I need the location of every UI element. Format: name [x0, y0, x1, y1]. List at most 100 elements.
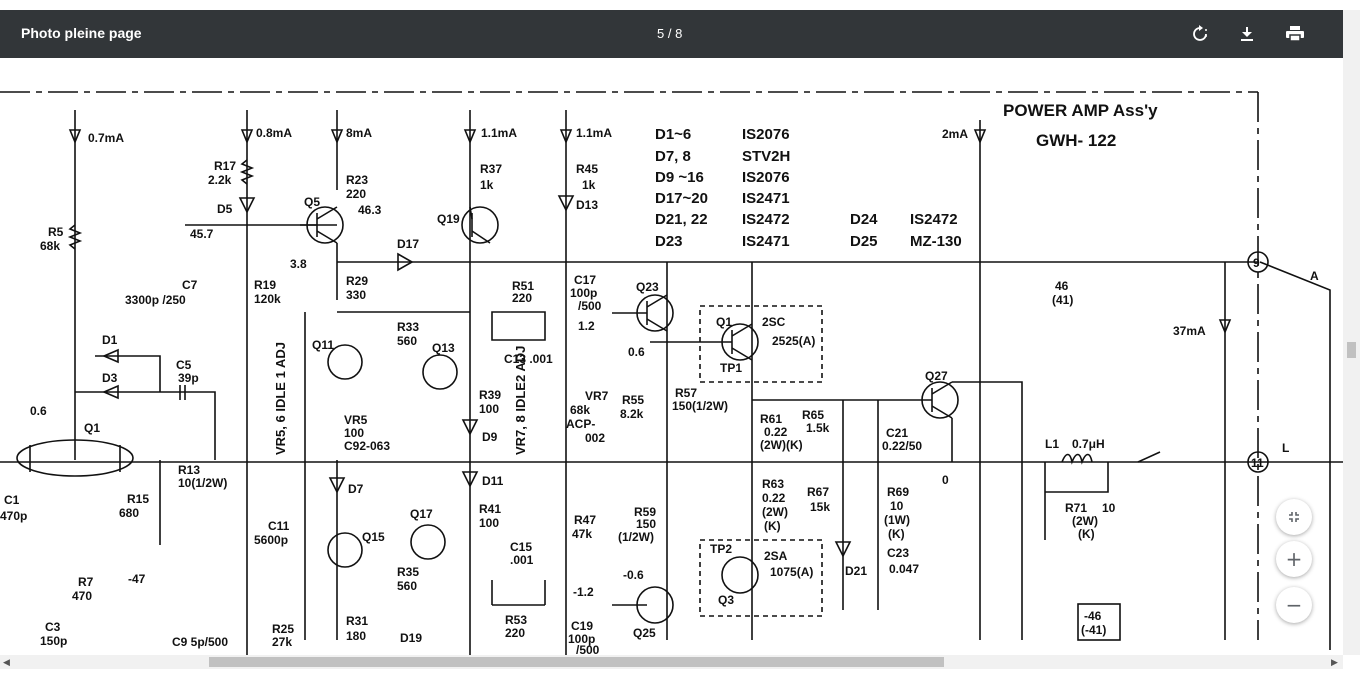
schematic-image: POWER AMP Ass'y GWH- 122 0.7mA 0.8mA 8mA… [0, 91, 1343, 655]
svg-text:150(1/2W): 150(1/2W) [672, 399, 728, 413]
svg-text:/500: /500 [578, 299, 602, 313]
svg-text:3300p /250: 3300p /250 [125, 293, 186, 307]
horizontal-scrollbar[interactable]: ◀ ▶ [0, 655, 1343, 669]
svg-text:37mA: 37mA [1173, 324, 1206, 338]
svg-text:D7: D7 [348, 482, 364, 496]
svg-text:R71: R71 [1065, 501, 1087, 515]
svg-text:(1W): (1W) [884, 513, 910, 527]
svg-text:120k: 120k [254, 292, 281, 306]
svg-text:D23: D23 [655, 233, 683, 250]
svg-text:100: 100 [479, 516, 499, 530]
svg-text:R65: R65 [802, 408, 824, 422]
svg-text:11: 11 [1251, 456, 1264, 470]
svg-text:150p: 150p [40, 634, 67, 648]
svg-text:Q15: Q15 [362, 530, 385, 544]
svg-text:D11: D11 [482, 474, 504, 488]
scroll-right-arrow-icon[interactable]: ▶ [1331, 657, 1338, 667]
rotate-icon [1193, 25, 1207, 41]
svg-text:C7: C7 [182, 278, 198, 292]
svg-text:R67: R67 [807, 485, 829, 499]
svg-text:D17: D17 [397, 237, 419, 251]
document-viewer[interactable]: POWER AMP Ass'y GWH- 122 0.7mA 0.8mA 8mA… [0, 58, 1343, 655]
svg-text:8mA: 8mA [346, 126, 372, 140]
svg-text:46: 46 [1055, 279, 1069, 293]
svg-text:Q25: Q25 [633, 626, 656, 640]
svg-text:330: 330 [346, 288, 366, 302]
svg-text:2.2k: 2.2k [208, 173, 232, 187]
svg-text:L: L [1282, 441, 1289, 455]
svg-text:R41: R41 [479, 502, 501, 516]
svg-text:470: 470 [72, 589, 92, 603]
rotate-button[interactable] [1188, 22, 1212, 46]
svg-text:2SA: 2SA [764, 549, 788, 563]
svg-text:R35: R35 [397, 565, 419, 579]
fit-to-page-button[interactable] [1276, 499, 1312, 535]
svg-text:IS2471: IS2471 [742, 233, 790, 250]
svg-text:D21: D21 [845, 564, 867, 578]
svg-text:D1~6: D1~6 [655, 126, 691, 143]
svg-text:R17: R17 [214, 159, 236, 173]
svg-text:L1: L1 [1045, 437, 1059, 451]
svg-text:1k: 1k [582, 178, 596, 192]
svg-text:(K): (K) [888, 527, 905, 541]
svg-text:IS2076: IS2076 [742, 169, 790, 186]
zoom-in-button[interactable]: + [1276, 541, 1312, 577]
svg-text:C92-063: C92-063 [344, 439, 390, 453]
svg-text:10: 10 [890, 499, 904, 513]
svg-text:Q3: Q3 [718, 593, 734, 607]
svg-text:(2W)(K): (2W)(K) [760, 438, 803, 452]
document-title: Photo pleine page [21, 25, 142, 41]
svg-text:Q5: Q5 [304, 195, 320, 209]
svg-text:68k: 68k [40, 239, 60, 253]
svg-text:R45: R45 [576, 162, 598, 176]
vertical-scrollbar[interactable] [1343, 10, 1360, 655]
svg-text:R7: R7 [78, 575, 94, 589]
svg-text:MZ-130: MZ-130 [910, 233, 962, 250]
svg-text:0.22/50: 0.22/50 [882, 439, 922, 453]
svg-text:POWER AMP Ass'y: POWER AMP Ass'y [1003, 101, 1158, 120]
svg-text:220: 220 [505, 626, 525, 640]
svg-text:46.3: 46.3 [358, 203, 382, 217]
svg-text:002: 002 [585, 431, 605, 445]
fit-to-page-icon [1289, 512, 1299, 522]
svg-text:39p: 39p [178, 371, 199, 385]
svg-text:8.2k: 8.2k [620, 407, 644, 421]
svg-text:C13 .001: C13 .001 [504, 352, 553, 366]
svg-text:3.8: 3.8 [290, 257, 307, 271]
svg-text:180: 180 [346, 629, 366, 643]
vertical-scroll-thumb[interactable] [1347, 342, 1356, 358]
svg-text:0.8mA: 0.8mA [256, 126, 292, 140]
svg-text:9: 9 [1253, 256, 1260, 270]
svg-text:C19: C19 [571, 619, 593, 633]
svg-text:C5: C5 [176, 358, 192, 372]
scroll-left-arrow-icon[interactable]: ◀ [3, 657, 10, 667]
svg-text:560: 560 [397, 334, 417, 348]
svg-text:2SC: 2SC [762, 315, 786, 329]
svg-text:-1.2: -1.2 [573, 585, 594, 599]
svg-text:VR5, 6 IDLE 1 ADJ: VR5, 6 IDLE 1 ADJ [273, 342, 288, 455]
svg-text:0.22: 0.22 [764, 425, 788, 439]
svg-text:220: 220 [346, 187, 366, 201]
svg-text:0: 0 [942, 473, 949, 487]
svg-text:IS2472: IS2472 [910, 211, 958, 228]
svg-text:C9 5p/500: C9 5p/500 [172, 635, 228, 649]
print-button[interactable] [1283, 22, 1307, 46]
svg-text:Q1: Q1 [84, 421, 100, 435]
svg-text:R23: R23 [346, 173, 368, 187]
svg-text:-0.6: -0.6 [623, 568, 644, 582]
download-button[interactable] [1235, 22, 1259, 46]
svg-text:IS2471: IS2471 [742, 190, 790, 207]
svg-text:100: 100 [344, 426, 364, 440]
svg-text:R33: R33 [397, 320, 419, 334]
svg-text:D1: D1 [102, 333, 118, 347]
svg-text:560: 560 [397, 579, 417, 593]
svg-text:R19: R19 [254, 278, 276, 292]
viewer-toolbar: Photo pleine page 5 / 8 [0, 10, 1343, 58]
horizontal-scroll-thumb[interactable] [209, 657, 944, 667]
svg-text:TP2: TP2 [710, 542, 732, 556]
svg-text:GWH- 122: GWH- 122 [1036, 131, 1116, 150]
zoom-out-button[interactable]: − [1276, 587, 1312, 623]
svg-text:1.1mA: 1.1mA [576, 126, 612, 140]
svg-text:0.22: 0.22 [762, 491, 786, 505]
svg-text:IS2472: IS2472 [742, 211, 790, 228]
